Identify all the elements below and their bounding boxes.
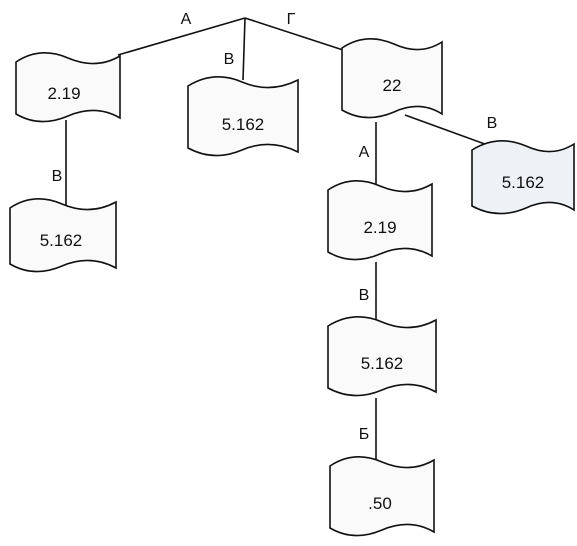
edge-label-n1-n2: В	[52, 168, 63, 185]
document-shape	[187, 76, 299, 157]
node-4: 22	[341, 38, 443, 119]
document-shape	[327, 316, 437, 397]
edge-labels: А В Г В А В В Б	[52, 11, 498, 443]
node-1-label: 2.19	[47, 84, 80, 103]
edge-root-to-n1	[117, 17, 246, 56]
node-5-label: 5.162	[502, 173, 545, 192]
node-2-label: 5.162	[40, 231, 83, 250]
document-shape	[341, 38, 443, 119]
document-shape	[15, 52, 121, 123]
document-shape	[327, 180, 433, 261]
edge-root-to-n3	[242, 17, 246, 81]
node-4-label: 22	[383, 76, 402, 95]
node-8: .50	[329, 456, 435, 537]
node-6: 2.19	[327, 180, 433, 261]
node-6-label: 2.19	[363, 218, 396, 237]
edge-root-to-n4	[244, 17, 344, 51]
node-8-label: .50	[368, 494, 392, 513]
node-7: 5.162	[327, 316, 437, 397]
document-shape	[9, 198, 117, 273]
edge-label-root-n3: В	[224, 51, 235, 68]
edge-label-root-n4: Г	[287, 11, 296, 28]
document-shape	[471, 140, 575, 215]
node-7-label: 5.162	[361, 354, 404, 373]
node-3-label: 5.162	[222, 115, 265, 134]
node-3: 5.162	[187, 76, 299, 157]
edge-label-n4-n5: В	[487, 115, 498, 132]
edges	[65, 17, 516, 462]
node-2: 5.162	[9, 198, 117, 273]
edge-label-n4-n6: А	[359, 144, 370, 161]
edge-label-n6-n7: В	[359, 287, 370, 304]
node-1: 2.19	[15, 52, 121, 123]
edge-label-root-n1: А	[181, 11, 192, 28]
node-5: 5.162	[471, 140, 575, 215]
edge-label-n7-n8: Б	[359, 426, 370, 443]
document-shape	[329, 456, 435, 537]
